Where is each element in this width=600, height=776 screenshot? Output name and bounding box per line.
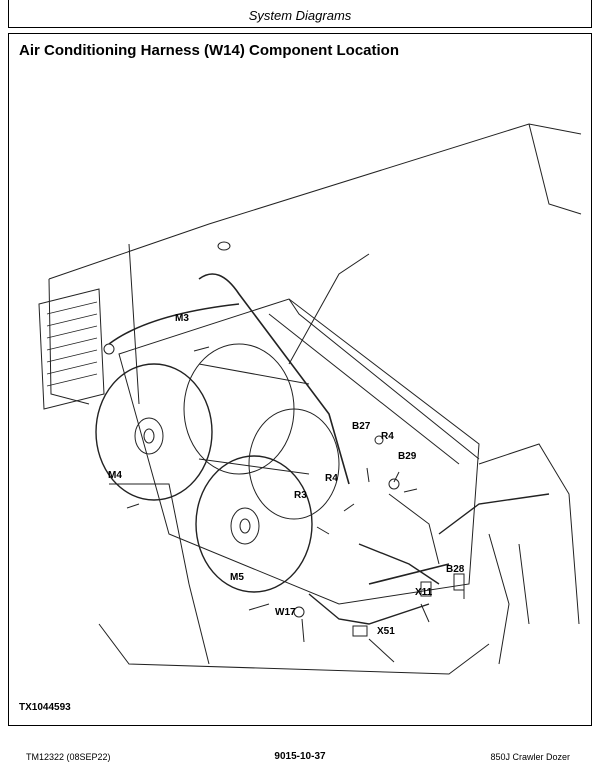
footer-doc-code: TM12322 (08SEP22) — [26, 752, 111, 762]
label-r4-left: R4 — [325, 473, 338, 484]
section-title: System Diagrams — [248, 8, 352, 23]
label-b29: B29 — [398, 451, 417, 462]
label-x51: X51 — [377, 626, 395, 637]
label-r3: R3 — [294, 490, 307, 501]
label-m3: M3 — [175, 313, 189, 324]
label-b27: B27 — [352, 421, 371, 432]
label-b28: B28 — [446, 564, 465, 575]
label-x11: X11 — [415, 587, 433, 598]
figure-title: Air Conditioning Harness (W14) Component… — [19, 42, 399, 59]
figure-id: TX1044593 — [19, 702, 71, 713]
label-m5: M5 — [230, 572, 244, 583]
footer-machine: 850J Crawler Dozer — [490, 752, 570, 762]
figure-frame: Air Conditioning Harness (W14) Component… — [8, 33, 592, 726]
footer-page-number: 9015-10-37 — [274, 751, 326, 762]
label-w17: W17 — [275, 607, 296, 618]
component-illustration — [38, 123, 582, 675]
label-m4: M4 — [108, 470, 122, 481]
label-r4-right: R4 — [381, 431, 394, 442]
header-box: System Diagrams — [8, 0, 592, 28]
